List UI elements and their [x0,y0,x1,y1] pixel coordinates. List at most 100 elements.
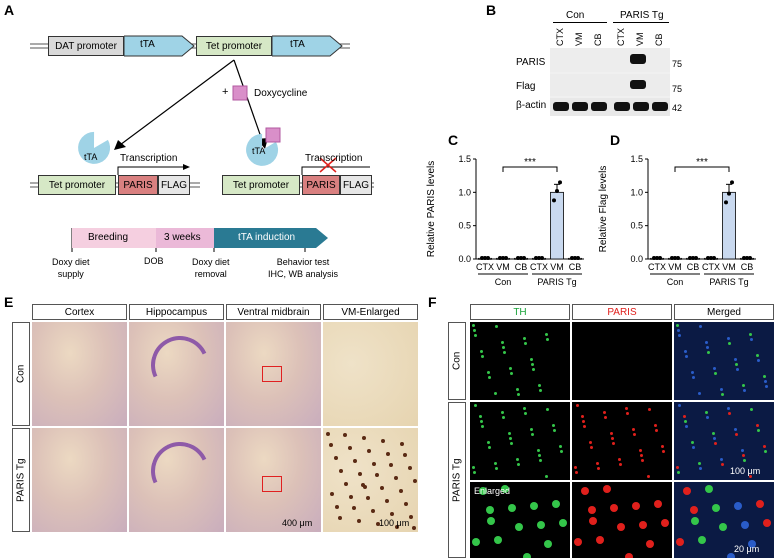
blot-paris-strip [550,48,670,72]
stained-cell [353,459,357,463]
fluorescent-cell [481,425,484,428]
timeline-label-dob: DOB [144,256,164,266]
blot-actin-band [572,102,588,111]
stained-cell [408,466,412,470]
chart-point [724,200,728,205]
blot-lane-label: VM [635,32,645,47]
fluorescent-cell [531,433,534,436]
fluorescent-cell [617,523,625,531]
fluorescent-cell [479,487,487,495]
fluorescent-cell [545,333,548,336]
fluorescent-cell [626,412,629,415]
fluorescent-cell [639,521,647,529]
fluorescent-cell [596,462,599,465]
fluorescent-cell [743,459,746,462]
fluorescent-cell [574,466,577,469]
stained-cell [348,446,352,450]
fluorescent-cell [683,415,686,418]
timeline-label-doxy-removal: Doxy diet removal [192,257,230,279]
chart-y-tick-label: 0.5 [630,221,643,231]
fluorescent-cell [495,325,498,328]
chart-point [730,180,734,185]
blot-group-con: Con [566,10,585,21]
fluorescent-cell [735,433,738,436]
stained-cell [399,489,403,493]
chart-point [552,198,556,203]
blot-marker-3: 42 [672,103,683,113]
tet-promoter-right: Tet promoter [222,175,300,195]
chart-point [706,256,710,260]
stained-cell [371,509,375,513]
blot-paris-band [630,54,646,64]
fluorescent-cell [690,506,698,514]
fluorescent-cell [654,500,662,508]
chart-point [504,256,508,260]
fluorescent-cell [546,408,549,411]
fluorescent-cell [721,393,724,396]
stained-cell [343,433,347,437]
fluorescent-cell [678,404,681,407]
panel-e-row-header: PARIS Tg [12,428,30,532]
blot-lane-label: VM [574,32,584,47]
panel-label-d: D [610,132,621,148]
fluorescent-cell [727,337,730,340]
stained-cell [376,522,380,526]
transcription-label-left: Transcription [120,153,178,164]
timeline-breeding: Breeding [88,232,129,243]
tet-promoter-right-label: Tet promoter [232,179,290,191]
fluorescent-cell [618,458,621,461]
stained-cell [372,462,376,466]
chart-significance-label: *** [696,157,708,168]
fluorescent-cell [764,450,767,453]
stained-cell [330,492,334,496]
paris-box-left-label: PARIS [123,179,153,191]
chart-group-label: Con [667,277,684,287]
fluorescent-cell [479,415,482,418]
fluorescent-cell [641,459,644,462]
stained-cell [366,496,370,500]
fluorescent-cell [502,416,505,419]
fluorescent-cell [705,341,708,344]
fluorescent-cell [765,385,768,388]
fluorescent-cell [741,521,749,529]
chart-point [688,256,692,260]
stained-cell [409,515,413,519]
fluorescent-cell [508,504,516,512]
panel-e-column-header: Ventral midbrain [226,304,321,320]
fluorescent-cell [684,420,687,423]
chart-point [498,256,502,260]
fluorescent-cell [757,359,760,362]
panel-e-column-header: Cortex [32,304,127,320]
chart-y-tick-label: 1.0 [630,187,643,197]
stained-cell [381,439,385,443]
fluorescent-cell [502,346,505,349]
fluorescent-cell [510,442,513,445]
stained-cell [400,442,404,446]
fluorescent-cell [691,517,699,525]
chart-x-tick-label: VM [550,262,564,272]
fluorescent-cell [544,540,552,548]
fluorescent-cell [756,424,759,427]
chart-group-label: PARIS Tg [537,277,576,287]
fluorescent-cell [714,442,717,445]
stained-cell [344,482,348,486]
chart-point [480,256,484,260]
fluorescent-cell [539,459,542,462]
tet-promoter-left-label: Tet promoter [48,179,106,191]
fluorescent-cell [472,538,480,546]
fluorescent-cell [698,462,701,465]
fluorescent-cell [750,338,753,341]
fluorescent-cell [742,454,745,457]
dat-promoter-label: DAT promoter [55,40,117,52]
chart-point [516,256,520,260]
fluorescent-cell [741,449,744,452]
fluorescent-cell [487,441,490,444]
dat-promoter-box: DAT promoter [48,36,124,56]
tta-doxy-label: tTA [252,146,266,156]
stained-cell [395,525,399,529]
chart-x-tick-label: CB [741,262,754,272]
fluorescent-cell [683,487,691,495]
fluorescent-cell [713,437,716,440]
fluorescent-cell [538,384,541,387]
